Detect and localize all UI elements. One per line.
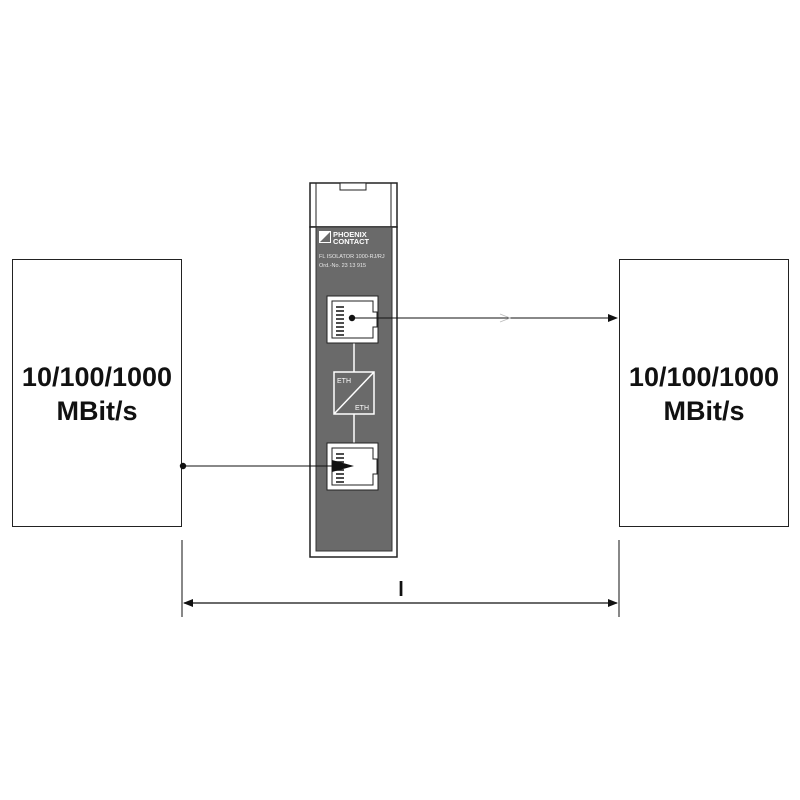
module-clip-notch [339, 182, 367, 191]
left-device-speed: 10/100/1000 [21, 362, 173, 392]
dimension-label: l [398, 579, 404, 601]
eth-top-label: ETH [337, 378, 351, 385]
phoenix-contact-logo: PHOENIX CONTACT [319, 230, 370, 246]
connection-arrowhead [332, 460, 354, 472]
connection-to-right-device [348, 313, 618, 323]
length-dimension: l [181, 540, 620, 617]
logo-brand-line1: PHOENIX [333, 230, 367, 239]
left-device-unit: MBit/s [56, 396, 138, 426]
rj45-port-bottom [326, 442, 379, 491]
left-device-label: 10/100/1000 MBit/s [13, 360, 181, 428]
eth-bottom-label: ETH [355, 405, 369, 412]
connection-from-left-device [179, 460, 354, 472]
logo-brand-line2: CONTACT [333, 237, 370, 246]
right-device-box: 10/100/1000 MBit/s [619, 259, 789, 527]
isolator-module: PHOENIX CONTACT FL ISOLATOR 1000-RJ/RJ O… [309, 182, 398, 558]
right-device-unit: MBit/s [663, 396, 745, 426]
order-number-label: Ord.-No. 23 13 915 [319, 263, 366, 269]
isolation-symbol: ETH ETH [333, 371, 375, 415]
right-device-label: 10/100/1000 MBit/s [620, 360, 788, 428]
left-device-box: 10/100/1000 MBit/s [12, 259, 182, 527]
model-label: FL ISOLATOR 1000-RJ/RJ [319, 254, 385, 260]
right-device-speed: 10/100/1000 [628, 362, 780, 392]
